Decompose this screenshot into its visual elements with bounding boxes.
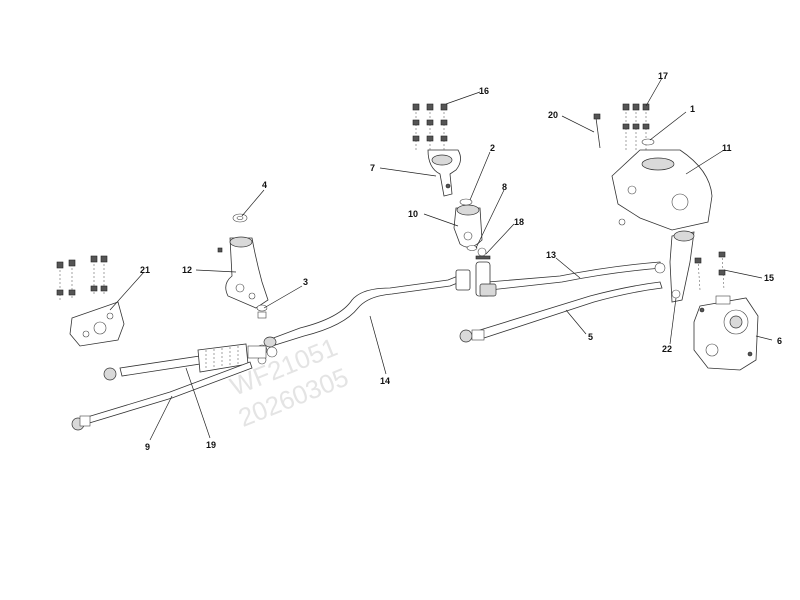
leader-lines	[109, 77, 773, 441]
callout-19: 19	[206, 440, 216, 450]
pitman-arm-10	[453, 204, 483, 248]
callout-11: 11	[722, 143, 732, 153]
callout-13: 13	[546, 250, 556, 260]
callout-6: 6	[777, 336, 782, 346]
pitman-arm-22	[654, 230, 695, 303]
callout-7: 7	[370, 163, 375, 173]
support-bracket-12	[225, 236, 269, 309]
bracket-fasteners-16	[412, 103, 448, 150]
washer-1	[641, 138, 655, 146]
frame-bracket-21	[69, 301, 125, 347]
steering-arm-bracket-7	[427, 149, 461, 197]
callout-16: 16	[479, 86, 489, 96]
callout-3: 3	[303, 277, 308, 287]
fasteners-15	[694, 251, 726, 291]
washers-2-8	[459, 198, 478, 251]
callout-17: 17	[658, 71, 668, 81]
callout-8: 8	[502, 182, 507, 192]
nut-3	[217, 247, 268, 319]
callout-14: 14	[380, 376, 390, 386]
damper-rod-19	[103, 343, 278, 381]
callout-21: 21	[140, 265, 150, 275]
callout-5: 5	[588, 332, 593, 342]
long-rod-9	[71, 361, 253, 431]
callout-12: 12	[182, 265, 192, 275]
callout-1: 1	[690, 104, 695, 114]
callout-9: 9	[145, 442, 150, 452]
washer-4	[232, 213, 248, 223]
callout-22: 22	[662, 344, 672, 354]
callout-4: 4	[262, 180, 267, 190]
callout-20: 20	[548, 110, 558, 120]
center-joint-assembly	[455, 247, 497, 297]
callout-18: 18	[514, 217, 524, 227]
gear-mount-bracket-11	[611, 149, 713, 231]
callout-15: 15	[764, 273, 774, 283]
bracket-fasteners-17	[622, 103, 650, 150]
steering-gear-6	[693, 295, 759, 371]
callout-2: 2	[490, 143, 495, 153]
tie-rod-5	[459, 281, 663, 343]
long-bolt-20	[593, 113, 601, 149]
callout-labels: 1 2 3 4 5 6 7 8 9 10 11 12 13 14 15 16 1…	[140, 71, 782, 452]
callout-10: 10	[408, 209, 418, 219]
bracket-fasteners-21	[56, 255, 108, 300]
